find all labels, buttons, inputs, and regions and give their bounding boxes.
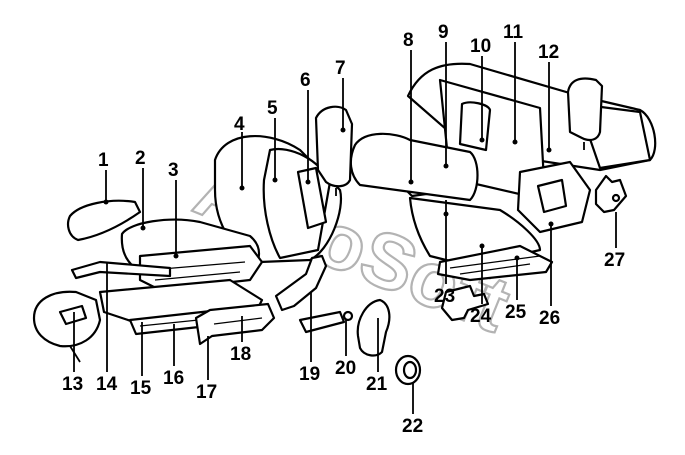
callout-26: 26	[539, 308, 560, 329]
callout-23: 23	[434, 286, 455, 307]
bracket-24-part	[440, 284, 490, 322]
cover-13-part	[32, 290, 102, 363]
callout-labels: 1 2 3 4 5 6 7 8 9 10 11 12 13 14 15 16 1…	[62, 22, 625, 437]
knob-22-part	[394, 354, 422, 386]
callout-18: 18	[230, 344, 251, 365]
front-backrest-part	[213, 134, 343, 264]
rear-headrest-part	[566, 77, 604, 150]
callout-21: 21	[366, 374, 388, 395]
callout-24: 24	[470, 306, 492, 327]
callout-27: 27	[604, 250, 625, 271]
lever-20-part	[342, 310, 354, 322]
callout-22: 22	[402, 416, 423, 437]
latch-27-part	[594, 174, 628, 214]
side-bolster-part	[516, 160, 592, 234]
callout-16: 16	[163, 368, 184, 389]
callout-14: 14	[96, 374, 118, 395]
callout-6: 6	[300, 70, 311, 91]
callout-19: 19	[299, 364, 320, 385]
callout-4: 4	[234, 114, 245, 135]
callout-7: 7	[335, 58, 346, 79]
callout-2: 2	[135, 148, 146, 169]
rear-backrest-part	[406, 62, 657, 202]
callout-5: 5	[267, 98, 278, 119]
rail-bracket-part	[194, 302, 276, 346]
callout-10: 10	[470, 36, 491, 57]
callout-15: 15	[130, 378, 152, 399]
callout-17: 17	[196, 382, 217, 403]
recliner-21-part	[356, 298, 391, 357]
front-cushion-part	[120, 218, 264, 292]
rear-seat-frame-part	[436, 244, 554, 282]
callout-8: 8	[403, 30, 414, 51]
callout-1: 1	[98, 150, 109, 171]
pad-1-part	[67, 199, 142, 242]
leader-lines	[73, 42, 617, 414]
callout-20: 20	[335, 358, 356, 379]
callout-9: 9	[438, 22, 449, 43]
callout-3: 3	[168, 160, 179, 181]
callout-25: 25	[505, 302, 527, 323]
callout-13: 13	[62, 374, 83, 395]
callout-11: 11	[503, 22, 524, 43]
callout-12: 12	[538, 42, 559, 63]
